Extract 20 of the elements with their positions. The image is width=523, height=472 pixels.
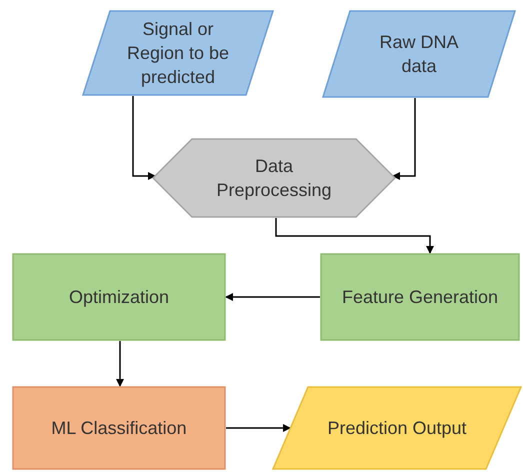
arrow	[226, 424, 291, 432]
preparation-hexagon	[152, 138, 396, 218]
node-label: ML Classification	[51, 416, 187, 440]
node-label: Prediction Output	[327, 416, 467, 440]
node-label: Raw DNA data	[378, 30, 460, 78]
process-box	[320, 253, 520, 341]
input-parallelogram	[82, 10, 274, 96]
node-label: Feature Generation	[342, 286, 498, 309]
output-parallelogram	[272, 386, 522, 470]
arrow	[275, 218, 434, 254]
arrow	[225, 293, 320, 301]
arrow	[116, 341, 124, 387]
process-box	[12, 386, 226, 470]
arrow	[392, 98, 416, 180]
node-label: Optimization	[68, 286, 170, 309]
input-parallelogram	[322, 10, 516, 98]
arrow	[132, 96, 156, 180]
process-box	[12, 253, 226, 341]
node-label: Data Preprocessing	[215, 154, 333, 202]
node-label: Signal or Region to be predicted	[126, 18, 230, 90]
